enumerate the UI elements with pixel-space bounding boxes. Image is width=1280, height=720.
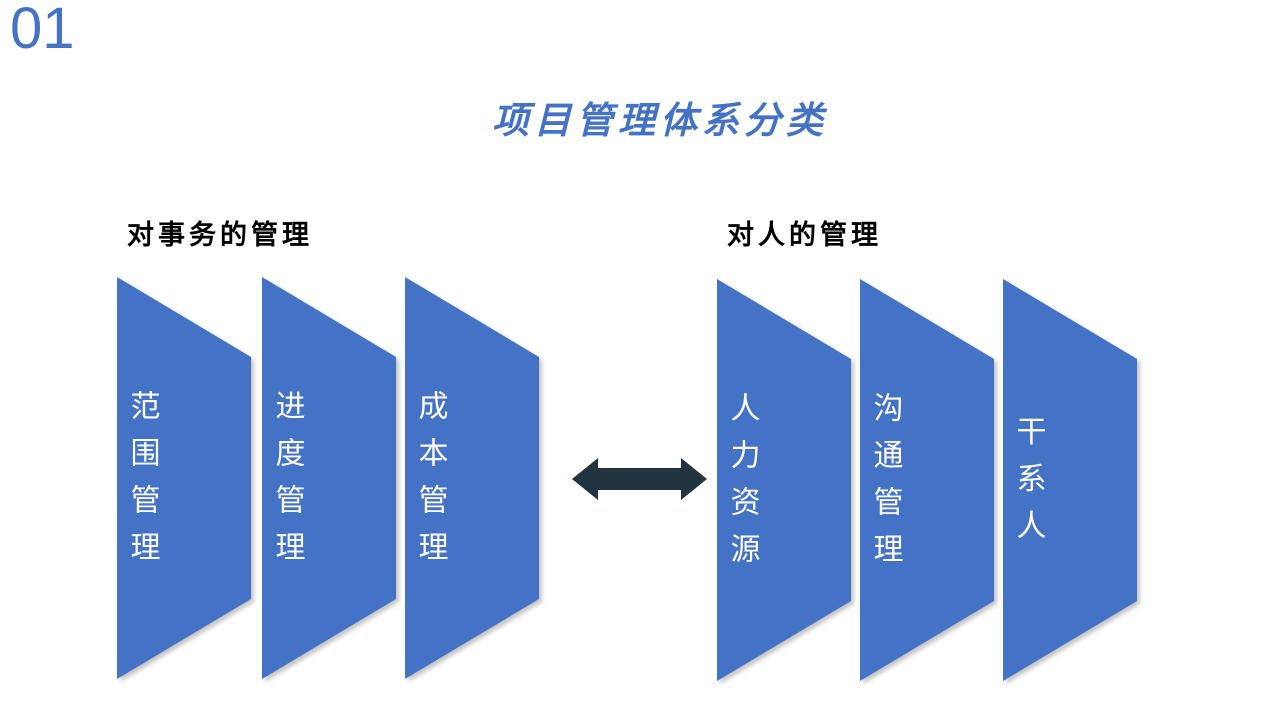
banner-cost-management: 成本管理 — [405, 277, 539, 679]
group-label-affairs-management: 对事务的管理 — [127, 220, 313, 250]
banner-label: 成本管理 — [413, 390, 447, 578]
banner-shape — [1003, 279, 1137, 681]
banner-communication-management: 沟通管理 — [860, 279, 994, 681]
banner-label: 干系人 — [1011, 415, 1045, 557]
banner-stakeholders: 干系人 — [1003, 279, 1137, 681]
slide-title: 项目管理体系分类 — [492, 101, 828, 142]
group-label-people-management: 对人的管理 — [727, 220, 882, 250]
banner-shape — [405, 277, 539, 679]
banner-human-resources: 人力资源 — [717, 279, 851, 681]
banner-label: 人力资源 — [725, 392, 759, 580]
banner-shape — [860, 279, 994, 681]
banner-shape — [117, 277, 251, 679]
banner-shape — [262, 277, 396, 679]
banner-label: 范围管理 — [125, 390, 159, 578]
double-headed-arrow-icon — [572, 458, 707, 500]
banner-label: 进度管理 — [270, 390, 304, 578]
banner-schedule-management: 进度管理 — [262, 277, 396, 679]
page-number: 01 — [10, 0, 75, 61]
banner-scope-management: 范围管理 — [117, 277, 251, 679]
banner-shape — [717, 279, 851, 681]
banner-label: 沟通管理 — [868, 392, 902, 580]
